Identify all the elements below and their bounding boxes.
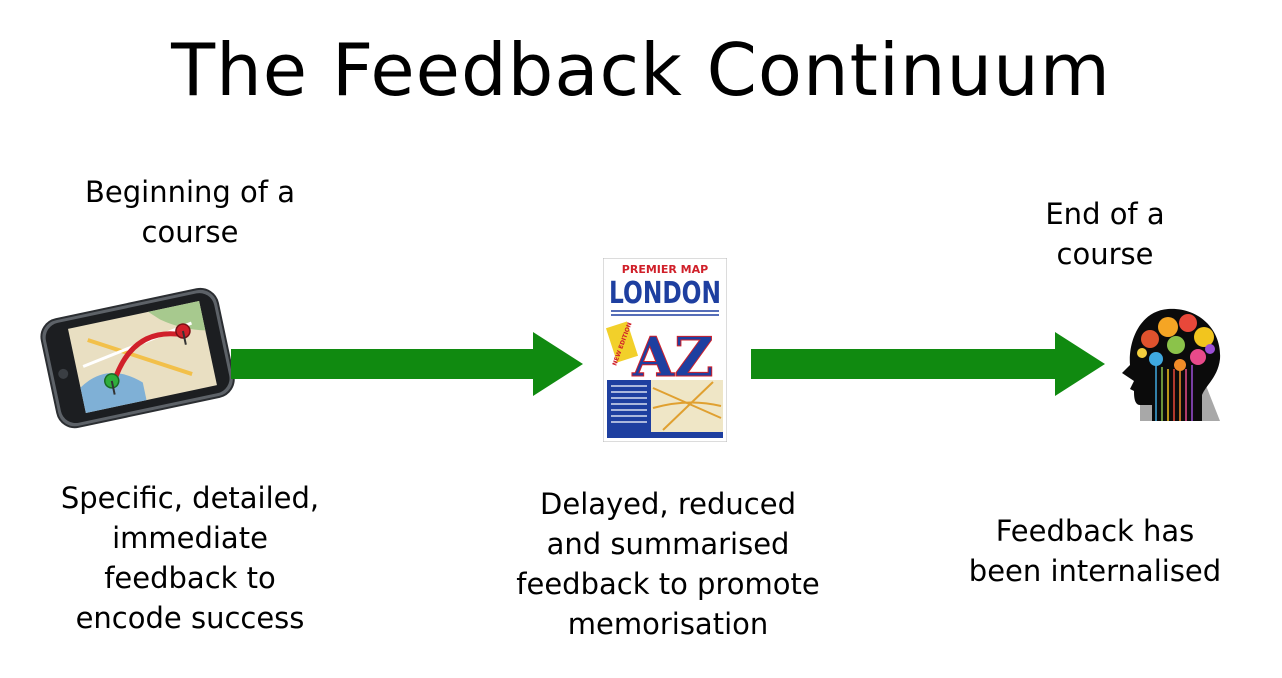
progress-arrow-2-shape xyxy=(751,332,1105,396)
progress-arrow-1 xyxy=(231,332,583,396)
stage-3-description-line: been internalised xyxy=(968,554,1222,588)
stage-3-heading-line: course xyxy=(1056,237,1154,271)
progress-arrow-1-shape xyxy=(231,332,583,396)
head-brain-icon xyxy=(1122,308,1221,421)
stage-3-heading: End of a course xyxy=(980,194,1230,274)
stage-3-description-line: Feedback has xyxy=(995,514,1195,548)
stage-3-description: Feedback has been internalised xyxy=(930,511,1260,591)
stage-1-description-line: feedback to xyxy=(104,561,276,595)
stage-3-heading-line: End of a xyxy=(1045,197,1165,231)
map-book-city: LONDON xyxy=(609,276,721,311)
stage-2-description: Delayed, reduced and summarised feedback… xyxy=(468,484,868,644)
stage-1-heading: Beginning of a course xyxy=(40,172,340,252)
stage-1-description: Specific, detailed, immediate feedback t… xyxy=(20,478,360,638)
map-book-icon: PREMIER MAP LONDON AZ NEW EDITION xyxy=(603,258,727,442)
progress-arrow-2 xyxy=(751,332,1105,396)
page-title: The Feedback Continuum xyxy=(171,28,1111,112)
stage-1-heading-line: course xyxy=(141,215,239,249)
map-book-letters: AZ xyxy=(631,325,713,389)
gps-phone-icon xyxy=(40,287,235,429)
stage-2-description-line: feedback to promote xyxy=(516,567,820,601)
map-book-header: PREMIER MAP xyxy=(622,263,708,276)
stage-1-description-line: Specific, detailed, xyxy=(60,481,320,515)
stage-2-description-line: and summarised xyxy=(546,527,790,561)
stage-1-heading-line: Beginning of a xyxy=(85,175,295,209)
stage-1-description-line: encode success xyxy=(75,601,305,635)
stage-2-description-line: memorisation xyxy=(567,607,769,641)
stage-1-description-line: immediate xyxy=(112,521,268,555)
stage-2-description-line: Delayed, reduced xyxy=(540,487,796,521)
